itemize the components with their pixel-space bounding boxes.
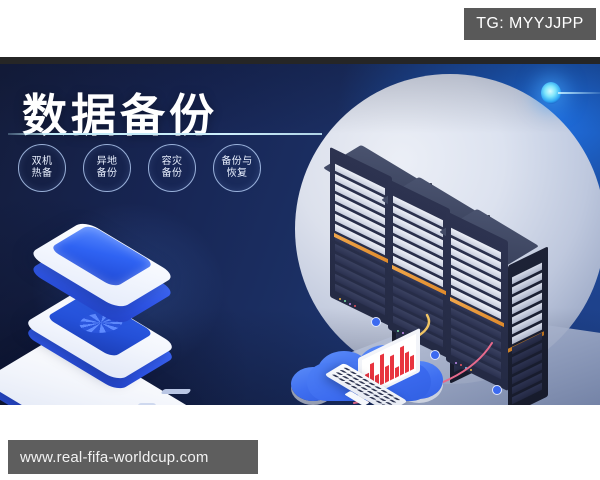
status-led (460, 364, 462, 367)
feature-tag-dual-machine: 双机 热备 (18, 144, 66, 192)
keyboard-key (366, 390, 375, 394)
feature-tag-line1: 异地 (96, 156, 118, 167)
network-node-glow-icon (541, 82, 561, 104)
feature-tag-backup-restore: 备份与 恢复 (213, 144, 261, 192)
keyboard-key (341, 376, 350, 379)
status-led (354, 305, 356, 308)
keyboard-key (339, 370, 348, 373)
feature-tag-group: 双机 热备 异地 备份 容灾 备份 备份与 恢复 (18, 144, 261, 192)
tg-watermark-badge: TG: MYYJJPP (464, 8, 596, 40)
feature-tag-offsite: 异地 备份 (83, 144, 131, 192)
laptop-icon (324, 327, 438, 405)
status-led (349, 302, 351, 305)
feature-tag-line1: 备份与 (221, 156, 253, 167)
keyboard-key (381, 404, 390, 405)
keyboard-key (382, 396, 391, 399)
keyboard-key (354, 383, 362, 387)
keyboard-key (386, 393, 395, 397)
keyboard-key (344, 382, 352, 385)
banner-image: 数据备份 双机 热备 异地 备份 容灾 备份 备份与 恢复 (0, 57, 600, 405)
site-watermark-badge: www.real-fifa-worldcup.com (8, 440, 258, 474)
status-led (339, 298, 341, 300)
status-led (397, 330, 399, 332)
feature-tag-line2: 恢复 (226, 168, 248, 179)
page-title: 数据备份 (22, 90, 219, 141)
stack-indicator-b (138, 403, 156, 405)
feature-tag-disaster-recovery: 容灾 备份 (148, 144, 196, 192)
keyboard-key (388, 399, 397, 403)
feature-tag-line1: 双机 (31, 156, 53, 167)
status-led (402, 332, 404, 335)
chart-bar (410, 354, 414, 371)
cable-connector (492, 385, 502, 395)
keyboard-key (392, 397, 401, 401)
network-link-line (558, 92, 600, 94)
feature-tag-line2: 备份 (161, 168, 183, 179)
stack-indicator-c (160, 389, 192, 394)
keyboard-key (374, 400, 383, 404)
keyboard-key (335, 372, 344, 376)
chart-bar (385, 365, 389, 383)
keyboard-key (360, 387, 369, 390)
feature-tag-line1: 容灾 (161, 156, 183, 167)
chart-bar (405, 351, 409, 374)
chart-bar (380, 353, 384, 386)
status-led (465, 366, 467, 369)
keyboard-key (376, 392, 385, 396)
keyboard-key (367, 382, 376, 386)
keyboard-key (361, 378, 370, 382)
feature-tag-line2: 备份 (96, 168, 118, 179)
banner-top-bar (0, 57, 600, 64)
keyboard-key (351, 377, 360, 381)
keyboard-key (343, 367, 352, 371)
keyboard-key (368, 396, 377, 400)
keyboard-key (331, 374, 340, 378)
keyboard-key (370, 388, 379, 392)
feature-tag-line2: 热备 (31, 168, 53, 179)
cable-connector (371, 317, 381, 327)
keyboard-key (357, 381, 366, 384)
status-led (455, 362, 457, 364)
keyboard-key (355, 375, 364, 378)
chart-bar (400, 345, 404, 376)
keyboard-key (378, 398, 387, 402)
cable-connector (430, 350, 440, 360)
chart-bar (390, 354, 394, 381)
keyboard-key (374, 386, 382, 390)
server-rack-group (322, 102, 590, 405)
title-divider (8, 133, 322, 135)
chart-bar (395, 366, 399, 379)
keyboard-key (372, 394, 381, 398)
keyboard-key (349, 371, 358, 375)
status-led (344, 300, 346, 303)
keyboard-key (362, 393, 371, 396)
keyboard-key (364, 384, 372, 388)
keyboard-key (356, 389, 365, 393)
keyboard-key (347, 379, 356, 383)
keyboard-key (385, 402, 393, 405)
storage-stack-illustration (0, 195, 240, 405)
keyboard-key (380, 390, 389, 393)
keyboard-key (337, 378, 346, 382)
keyboard-key (350, 385, 359, 389)
keyboard-key (345, 373, 354, 377)
status-led (470, 369, 472, 372)
